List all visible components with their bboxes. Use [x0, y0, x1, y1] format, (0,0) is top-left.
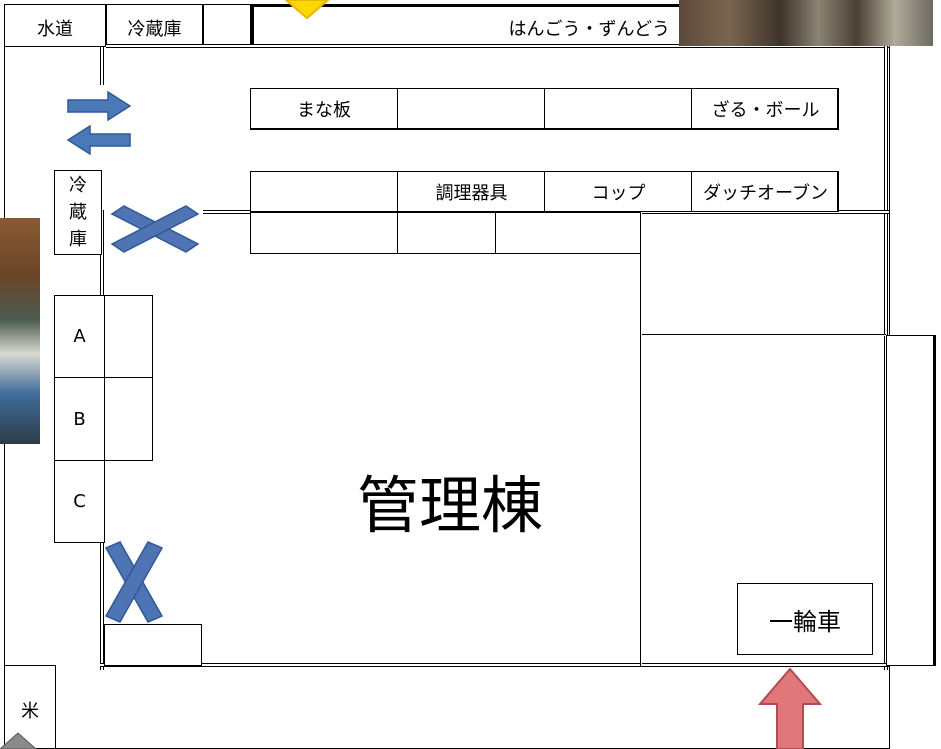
wheelbarrow-label: 一輪車 — [769, 607, 841, 636]
grey-marker-icon — [0, 732, 37, 749]
stall-b-side — [105, 377, 153, 461]
shelf-top-label-4: ざる・ボール — [711, 100, 820, 121]
side-fridge-box — [54, 170, 102, 255]
stall-a-label: A — [73, 326, 86, 347]
shelf-top-3 — [545, 88, 692, 130]
shelf-top-label-1: まな板 — [297, 100, 351, 121]
left-wall-line — [100, 47, 104, 85]
blocked-cross-icon — [110, 205, 200, 253]
stall-c — [54, 460, 105, 543]
wheelbarrow-box — [737, 583, 873, 655]
side-fridge-label: 冷 蔵 庫 — [69, 175, 87, 250]
shelf-top-4 — [692, 88, 839, 130]
top-inner-line — [106, 44, 889, 48]
under-cell-2 — [398, 212, 496, 254]
shelf-bottom-4 — [692, 171, 839, 212]
shelf-bottom-2 — [398, 171, 545, 212]
rice-box — [4, 665, 56, 749]
blocked-cross-icon-lower — [104, 541, 164, 623]
shelf-bottom-1 — [250, 171, 398, 212]
under-cell-3 — [496, 212, 642, 254]
bottom-inner-line — [100, 663, 889, 667]
water-cell — [4, 4, 106, 47]
shelf-bottom-3 — [545, 171, 692, 212]
right-room-divider — [642, 334, 886, 336]
under-cell-1 — [250, 212, 398, 254]
right-side-strip — [886, 335, 936, 666]
stall-b — [54, 377, 105, 461]
photo-left — [0, 218, 40, 444]
fridge-top-cell — [106, 4, 203, 47]
building-label: 管理棟 — [356, 469, 543, 542]
small-bottom-box — [104, 624, 202, 666]
photo-top-right — [679, 0, 933, 46]
shelf-bottom-label-4: ダッチオーブン — [703, 182, 828, 204]
shelf-bottom-label-2: 調理器具 — [435, 182, 508, 204]
hangou-label: はんごう・ずんどう — [508, 19, 670, 40]
shelf-top-1 — [250, 88, 398, 130]
entrance-arrow-icon — [757, 667, 823, 749]
shelf-bottom-label-3: コップ — [591, 182, 646, 204]
fridge-top-label: 冷蔵庫 — [127, 19, 182, 40]
yellow-marker-icon — [284, 0, 330, 20]
rice-label: 米 — [21, 701, 39, 722]
right-room-wall — [640, 212, 642, 666]
water-label: 水道 — [37, 19, 73, 40]
shelf-top-2 — [398, 88, 545, 130]
stall-b-label: B — [73, 408, 86, 430]
stall-c-label: C — [73, 491, 86, 512]
stall-a — [54, 295, 105, 378]
two-way-arrow-icon — [66, 90, 132, 156]
